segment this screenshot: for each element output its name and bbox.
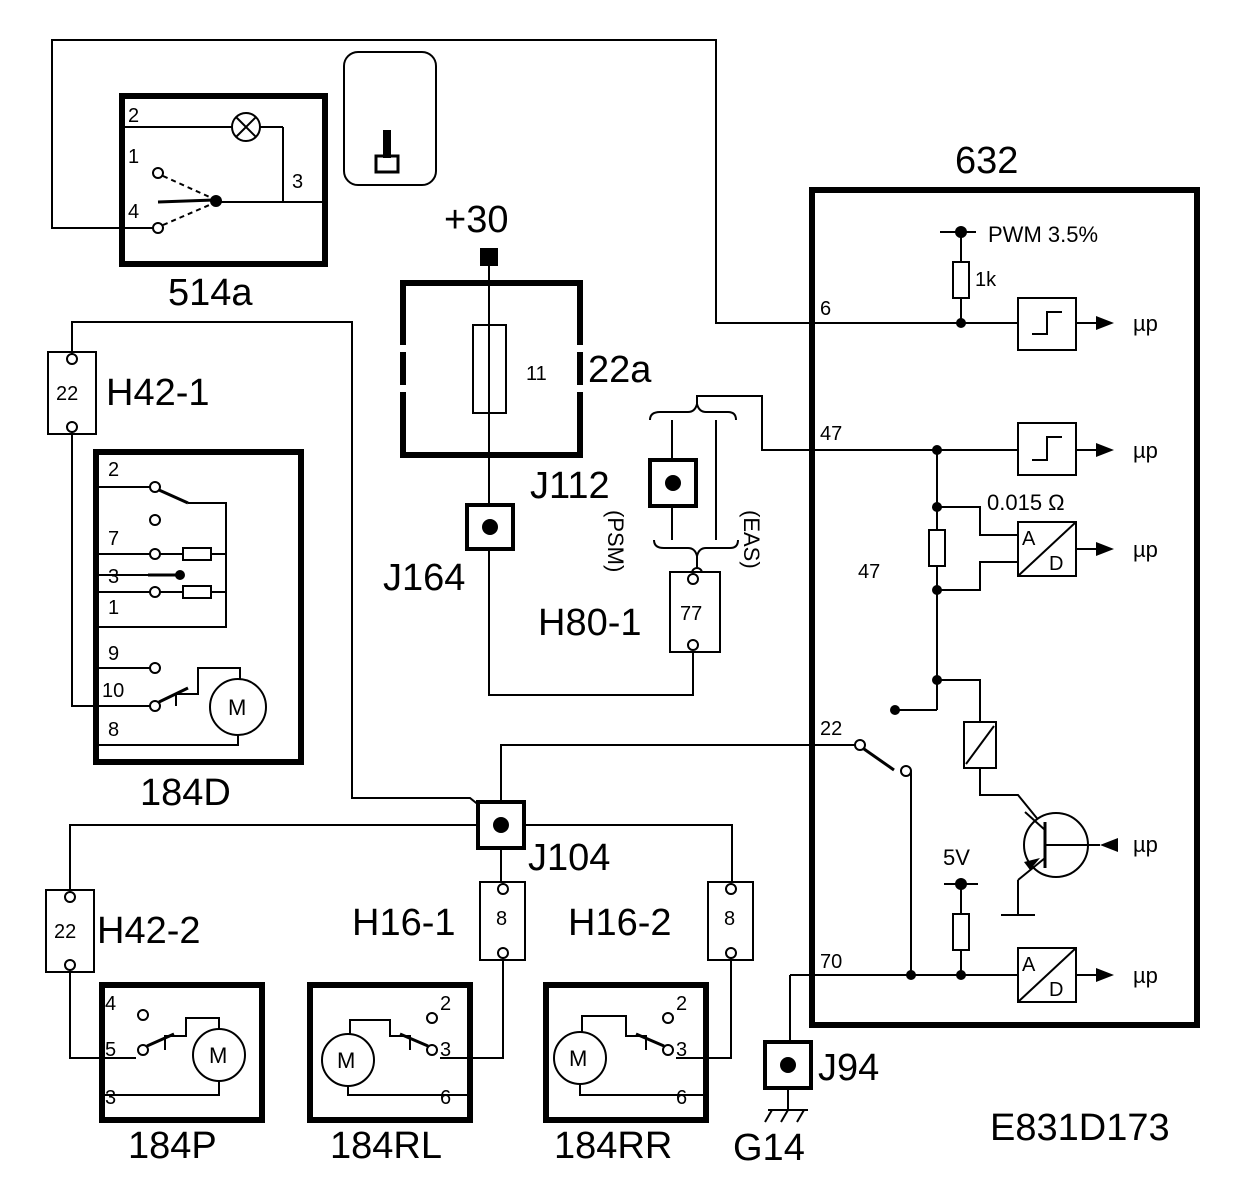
control-unit-632: 632 6 PWM 3.5% 1k µp 47 µp 0.015 Ω 47 — [790, 140, 1200, 1028]
up-in: µp — [1133, 832, 1158, 857]
pin-184RR-6: 6 — [676, 1087, 687, 1109]
pin-184D-7: 7 — [108, 528, 119, 550]
junction-j112: J112 (PSM) (EAS) — [530, 395, 812, 579]
label-184RR: 184RR — [554, 1125, 672, 1167]
label-22a: 22a — [588, 349, 652, 391]
fuse-number: 11 — [526, 363, 547, 385]
diagram-code: E831D173 — [990, 1107, 1170, 1149]
motor-184D: M — [228, 695, 246, 720]
pullup-resistor — [952, 913, 970, 951]
up-out-4: µp — [1133, 963, 1158, 988]
shunt-resistor — [928, 529, 946, 567]
seat-motor-184RR: 2 3 6 M 184RR — [543, 982, 709, 1167]
label-h16-1: H16-1 — [352, 902, 456, 944]
label-h80-1: H80-1 — [538, 602, 642, 644]
label-184D: 184D — [140, 772, 231, 814]
option-eas: (EAS) — [739, 510, 764, 569]
label-514a: 514a — [168, 272, 253, 314]
pin-632-70: 70 — [820, 951, 842, 973]
supply-terminal — [480, 248, 498, 266]
pin-632-6: 6 — [820, 298, 831, 320]
pin-184RL-6: 6 — [440, 1087, 451, 1109]
ad2-d: D — [1049, 979, 1063, 1001]
junction-j104: J104 — [476, 800, 610, 879]
pin-514a-3: 3 — [292, 171, 303, 193]
supply-5v: 5V — [943, 845, 970, 870]
pin-184D-3: 3 — [108, 566, 119, 588]
pin-h16-2: 8 — [724, 908, 735, 930]
junction-j164: J164 — [383, 503, 515, 599]
label-h16-2: H16-2 — [568, 902, 672, 944]
label-632: 632 — [955, 140, 1018, 182]
pin-184P-5: 5 — [105, 1039, 116, 1061]
switch-514a: 2 1 4 3 514a — [119, 93, 328, 314]
pin-h42-2: 22 — [54, 921, 76, 943]
fuse-box-22a: +30 11 22a — [400, 199, 652, 695]
label-j112: J112 — [530, 465, 610, 507]
label-g14: G14 — [733, 1127, 805, 1169]
pin-184P-3: 3 — [105, 1087, 116, 1109]
dimmer-icon — [343, 51, 437, 186]
connector-h16-2: 8 H16-2 — [568, 881, 754, 961]
connector-h42-2: 22 H42-2 — [45, 889, 201, 973]
pwm-label: PWM 3.5% — [988, 222, 1098, 247]
pin-h42-1: 22 — [56, 383, 78, 405]
ad1-a: A — [1022, 528, 1036, 550]
pin-184RL-2: 2 — [440, 993, 451, 1015]
seat-motor-184D: 2 7 3 1 9 10 8 M 184D — [93, 449, 304, 814]
pin-184D-2: 2 — [108, 459, 119, 481]
seat-motor-184P: 4 5 3 M 184P — [99, 982, 265, 1167]
pin-184D-9: 9 — [108, 643, 119, 665]
seat-motor-184RL: 2 3 6 M 184RL — [307, 982, 473, 1167]
pin-184RL-3: 3 — [440, 1039, 451, 1061]
pin-h80-1: 77 — [680, 603, 702, 625]
pin-184D-1: 1 — [108, 597, 119, 619]
pin-184P-4: 4 — [105, 993, 116, 1015]
motor-184RL: M — [337, 1048, 355, 1073]
connector-h42-1: 22 H42-1 — [47, 351, 210, 435]
shunt-pin-label: 47 — [858, 561, 880, 583]
resistor-1k — [952, 261, 970, 299]
pin-632-22: 22 — [820, 718, 842, 740]
label-j104: J104 — [528, 837, 610, 879]
supply-label: +30 — [444, 199, 508, 241]
pin-514a-1: 1 — [128, 146, 139, 168]
pin-514a-4: 4 — [128, 201, 139, 223]
ad2-a: A — [1022, 954, 1036, 976]
connector-h80-1: 77 H80-1 — [538, 571, 721, 653]
label-j94: J94 — [818, 1047, 879, 1089]
pin-184D-10: 10 — [102, 680, 124, 702]
label-h42-2: H42-2 — [97, 910, 201, 952]
pin-184RR-3: 3 — [676, 1039, 687, 1061]
motor-184P: M — [209, 1043, 227, 1068]
schmitt-trigger-1 — [1017, 297, 1077, 351]
shunt-label: 0.015 Ω — [987, 490, 1065, 515]
motor-184RR: M — [569, 1046, 587, 1071]
junction-j94: J94 G14 — [733, 975, 879, 1169]
pin-184D-8: 8 — [108, 719, 119, 741]
pin-632-47: 47 — [820, 423, 842, 445]
pin-h16-1: 8 — [496, 908, 507, 930]
pin-184RR-2: 2 — [676, 993, 687, 1015]
ad1-d: D — [1049, 553, 1063, 575]
pin-514a-2: 2 — [128, 105, 139, 127]
resistor-1k-label: 1k — [975, 269, 997, 291]
up-out-3: µp — [1133, 537, 1158, 562]
connector-h16-1: 8 H16-1 — [352, 881, 526, 961]
up-out-1: µp — [1133, 311, 1158, 336]
label-h42-1: H42-1 — [106, 372, 210, 414]
option-psm: (PSM) — [603, 510, 628, 572]
label-j164: J164 — [383, 557, 465, 599]
up-out-2: µp — [1133, 438, 1158, 463]
label-184P: 184P — [128, 1125, 217, 1167]
label-184RL: 184RL — [330, 1125, 442, 1167]
